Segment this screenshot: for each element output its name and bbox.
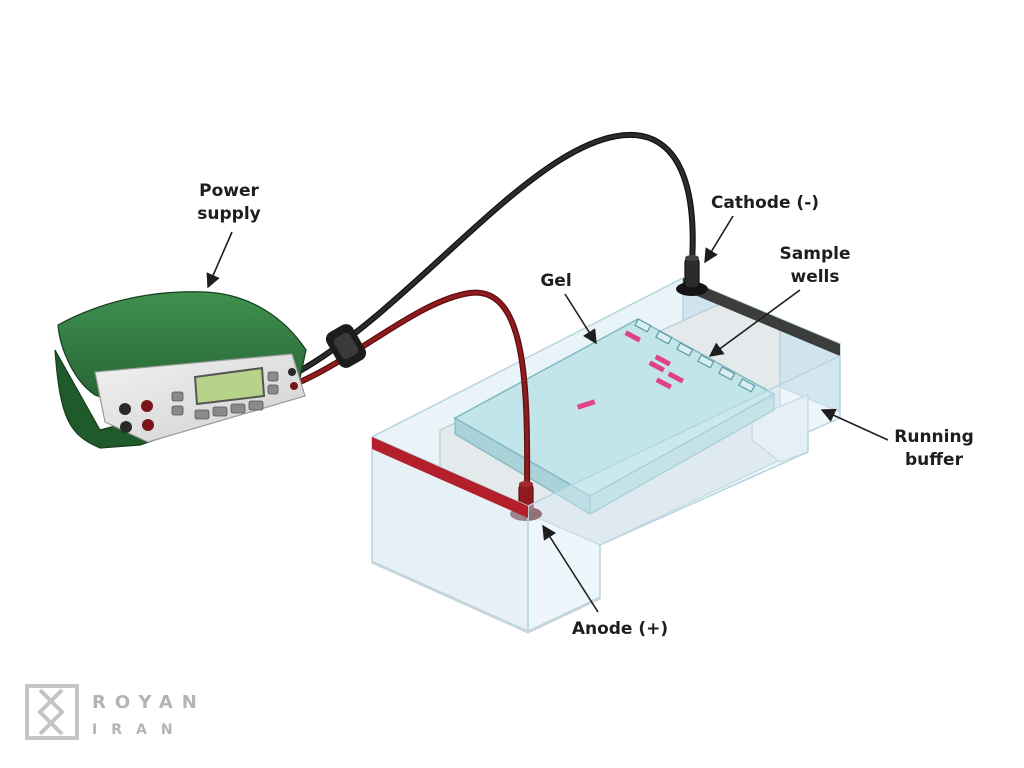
- sample-well: [634, 318, 652, 333]
- sample-wells: [634, 318, 756, 393]
- sample-well: [738, 378, 756, 393]
- dna-band: [648, 360, 666, 373]
- power-supply-display: [193, 366, 266, 406]
- anode-strip: [372, 437, 528, 518]
- gel: [453, 318, 776, 516]
- label-sample-wells-line2: wells: [790, 267, 839, 287]
- leader-arrows: [206, 215, 889, 613]
- power-supply-jacks: [119, 368, 298, 433]
- dna-band: [655, 377, 673, 390]
- power-supply-icon: [54, 291, 307, 449]
- arrow-power-supply: [206, 231, 233, 289]
- logo-text-line2: IRAN: [92, 722, 187, 738]
- dna-band: [654, 354, 672, 367]
- arrow-gel: [564, 293, 597, 345]
- dna-bands: [576, 330, 685, 410]
- label-sample-wells-line1: Sample: [780, 244, 851, 264]
- logo-text-line1: ROYAN: [92, 692, 206, 713]
- label-power-supply-line1: Power: [199, 181, 259, 201]
- dna-band: [667, 371, 685, 384]
- dna-band: [624, 330, 642, 343]
- buffer-tank-front: [371, 354, 841, 634]
- sample-well: [718, 366, 736, 381]
- labels: Power supply Cathode (-) Sample wells Ge…: [197, 181, 973, 639]
- tank-step: [751, 394, 809, 463]
- arrow-anode: [542, 524, 599, 613]
- royan-logo-icon: ROYAN IRAN: [25, 684, 206, 740]
- sample-well: [676, 342, 694, 357]
- label-cathode: Cathode (-): [711, 193, 819, 213]
- electrode-cathode-icon: [676, 255, 708, 296]
- label-running-buffer-line2: buffer: [905, 450, 964, 470]
- gel-right-side: [589, 392, 775, 516]
- arrow-sample-wells: [708, 289, 801, 357]
- cathode-strip: [683, 278, 840, 356]
- label-anode: Anode (+): [572, 619, 668, 639]
- dna-band: [576, 399, 596, 410]
- sample-well: [655, 330, 673, 345]
- cathode-wire: [295, 131, 696, 375]
- label-power-supply-line2: supply: [197, 204, 260, 224]
- label-running-buffer-line1: Running: [894, 427, 974, 447]
- sample-well: [697, 354, 715, 369]
- label-gel: Gel: [540, 271, 571, 291]
- wire-clip: [325, 324, 367, 368]
- arrow-running-buffer: [820, 408, 889, 441]
- arrow-cathode: [704, 215, 734, 264]
